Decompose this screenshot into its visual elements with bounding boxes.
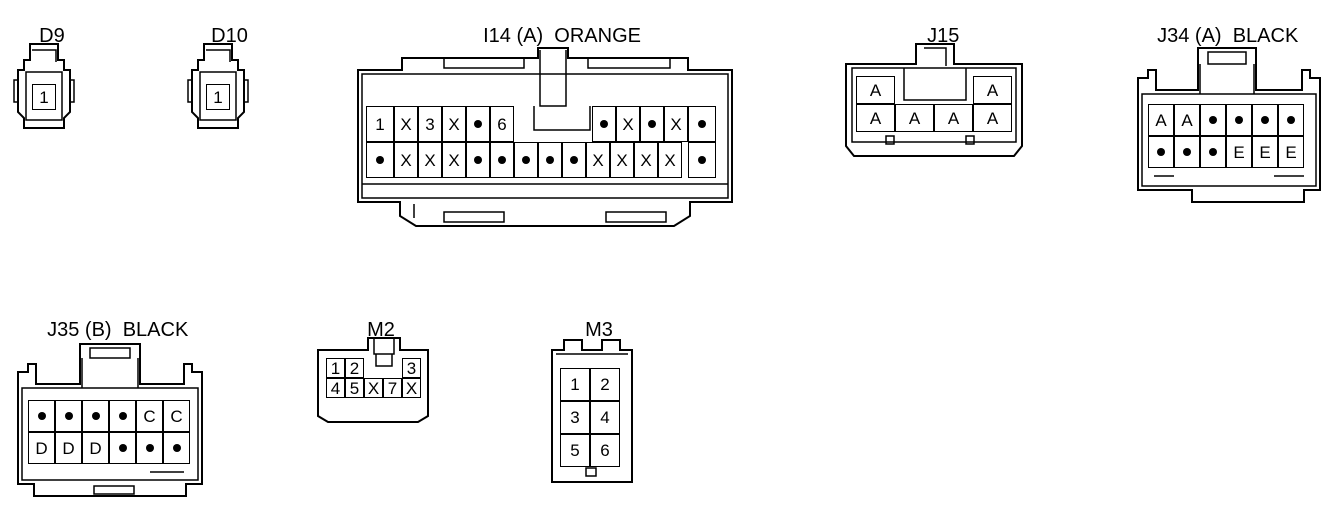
j15-label: J15 — [927, 25, 960, 47]
i14-pin-0-5: 6 — [490, 106, 514, 142]
m3-pin-0-0: 1 — [560, 368, 590, 401]
m2-pin-1-0: 4 — [326, 378, 345, 398]
j34-color: BLACK — [1232, 25, 1299, 47]
i14-pin-1-13 — [688, 142, 716, 178]
j35-housing — [17, 343, 203, 497]
m3-pin-0-1: 2 — [590, 368, 620, 401]
i14-pin-1-12: X — [658, 142, 682, 178]
i14-color: ORANGE — [554, 25, 641, 47]
i14-pin-0-12 — [640, 106, 664, 142]
j34-pin-0-2 — [1200, 104, 1226, 136]
j35-pin-1-5 — [163, 432, 190, 464]
m3-pin-2-0: 5 — [560, 434, 590, 467]
i14-pin-0-3: X — [442, 106, 466, 142]
i14-pin-0-4 — [466, 106, 490, 142]
j34-pin-0-1: A — [1174, 104, 1200, 136]
m2-pin-1-2: X — [364, 378, 383, 398]
j34-housing — [1137, 47, 1321, 203]
j35-pin-0-1 — [55, 400, 82, 432]
j35-pin-1-3 — [109, 432, 136, 464]
j15-pin-0-3: A — [973, 76, 1012, 104]
i14-pin-1-8 — [562, 142, 586, 178]
j34-pin-1-1 — [1174, 136, 1200, 168]
i14-pin-1-4 — [466, 142, 490, 178]
m3-label: M3 — [585, 319, 613, 341]
d9-label: D9 — [39, 25, 65, 47]
j15-pin-1-0: A — [856, 104, 895, 132]
j34-pin-1-4: E — [1252, 136, 1278, 168]
j34-pin-1-2 — [1200, 136, 1226, 168]
j15-pin-1-2: A — [934, 104, 973, 132]
j35-pin-0-3 — [109, 400, 136, 432]
j35-color: BLACK — [122, 319, 189, 341]
i14-pin-1-0 — [366, 142, 394, 178]
j35-label: J35 (B) BLACK — [47, 319, 189, 341]
i14-pin-0-0: 1 — [366, 106, 394, 142]
j34-pin-0-4 — [1252, 104, 1278, 136]
d10-label: D10 — [211, 25, 248, 47]
m2-pin-1-4: X — [402, 378, 421, 398]
j35-pin-1-1: D — [55, 432, 82, 464]
j35-pin-1-2: D — [82, 432, 109, 464]
d9-housing — [13, 43, 75, 129]
d9-pin-0-0: 1 — [32, 84, 56, 110]
j34-pin-1-5: E — [1278, 136, 1304, 168]
j15-pin-0-0: A — [856, 76, 895, 104]
i14-label: I14 (A) ORANGE — [483, 25, 641, 47]
i14-pin-1-2: X — [418, 142, 442, 178]
m3-pin-1-0: 3 — [560, 401, 590, 434]
d9-connector: 1 — [12, 40, 76, 132]
i14-pin-0-13: X — [664, 106, 688, 142]
i14-pin-1-9: X — [586, 142, 610, 178]
i14-housing — [357, 47, 733, 227]
j34-pin-0-5 — [1278, 104, 1304, 136]
i14-pin-1-10: X — [610, 142, 634, 178]
i14-pin-0-2: 3 — [418, 106, 442, 142]
m3-housing — [551, 339, 633, 483]
d10-pin-0-0: 1 — [206, 84, 230, 110]
m2-pin-0-4: 3 — [402, 358, 421, 378]
j34-pin-1-3: E — [1226, 136, 1252, 168]
m3-pin-1-1: 4 — [590, 401, 620, 434]
j35-pin-1-4 — [136, 432, 163, 464]
i14-pin-1-1: X — [394, 142, 418, 178]
j35-pin-0-4: C — [136, 400, 163, 432]
j15-pin-1-1: A — [895, 104, 934, 132]
i14-pin-0-1: X — [394, 106, 418, 142]
i14-pin-1-5 — [490, 142, 514, 178]
i14-pin-0-10 — [592, 106, 616, 142]
m2-pin-1-1: 5 — [345, 378, 364, 398]
m2-pin-0-1: 2 — [345, 358, 364, 378]
i14-pin-1-6 — [514, 142, 538, 178]
m2-label: M2 — [367, 319, 395, 341]
i14-pin-1-11: X — [634, 142, 658, 178]
j35-pin-0-0 — [28, 400, 55, 432]
j35-pin-1-0: D — [28, 432, 55, 464]
d10-connector: 1 — [186, 40, 250, 132]
j34-pin-1-0 — [1148, 136, 1174, 168]
j34-pin-0-0: A — [1148, 104, 1174, 136]
i14-pin-0-11: X — [616, 106, 640, 142]
j34-pin-0-3 — [1226, 104, 1252, 136]
j15-pin-1-3: A — [973, 104, 1012, 132]
i14-pin-1-7 — [538, 142, 562, 178]
j35-pin-0-5: C — [163, 400, 190, 432]
d10-housing — [187, 43, 249, 129]
j34-label: J34 (A) BLACK — [1157, 25, 1299, 47]
m2-housing — [317, 337, 429, 423]
i14-pin-0-14 — [688, 106, 716, 142]
j35-pin-0-2 — [82, 400, 109, 432]
m2-pin-0-0: 1 — [326, 358, 345, 378]
j15-housing — [845, 43, 1023, 157]
i14-pin-1-3: X — [442, 142, 466, 178]
m3-pin-2-1: 6 — [590, 434, 620, 467]
m2-pin-1-3: 7 — [383, 378, 402, 398]
